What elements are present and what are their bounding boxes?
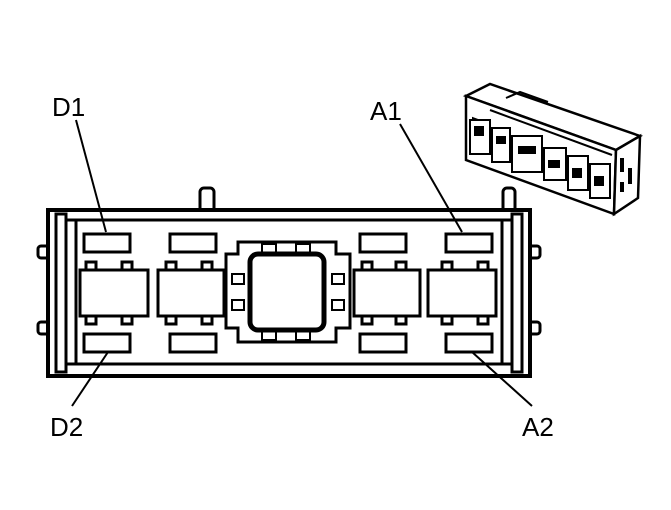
callout-d2: D2 xyxy=(50,412,83,442)
leader-a2 xyxy=(471,351,533,407)
callout-a1: A1 xyxy=(370,96,402,126)
connector-3d-view xyxy=(462,82,643,217)
leader-d2 xyxy=(71,351,109,407)
leader-d1 xyxy=(75,119,107,233)
callout-d1: D1 xyxy=(52,92,85,122)
callout-a2: A2 xyxy=(522,412,554,442)
connector-face-view xyxy=(36,186,542,378)
leader-a1 xyxy=(399,123,463,233)
